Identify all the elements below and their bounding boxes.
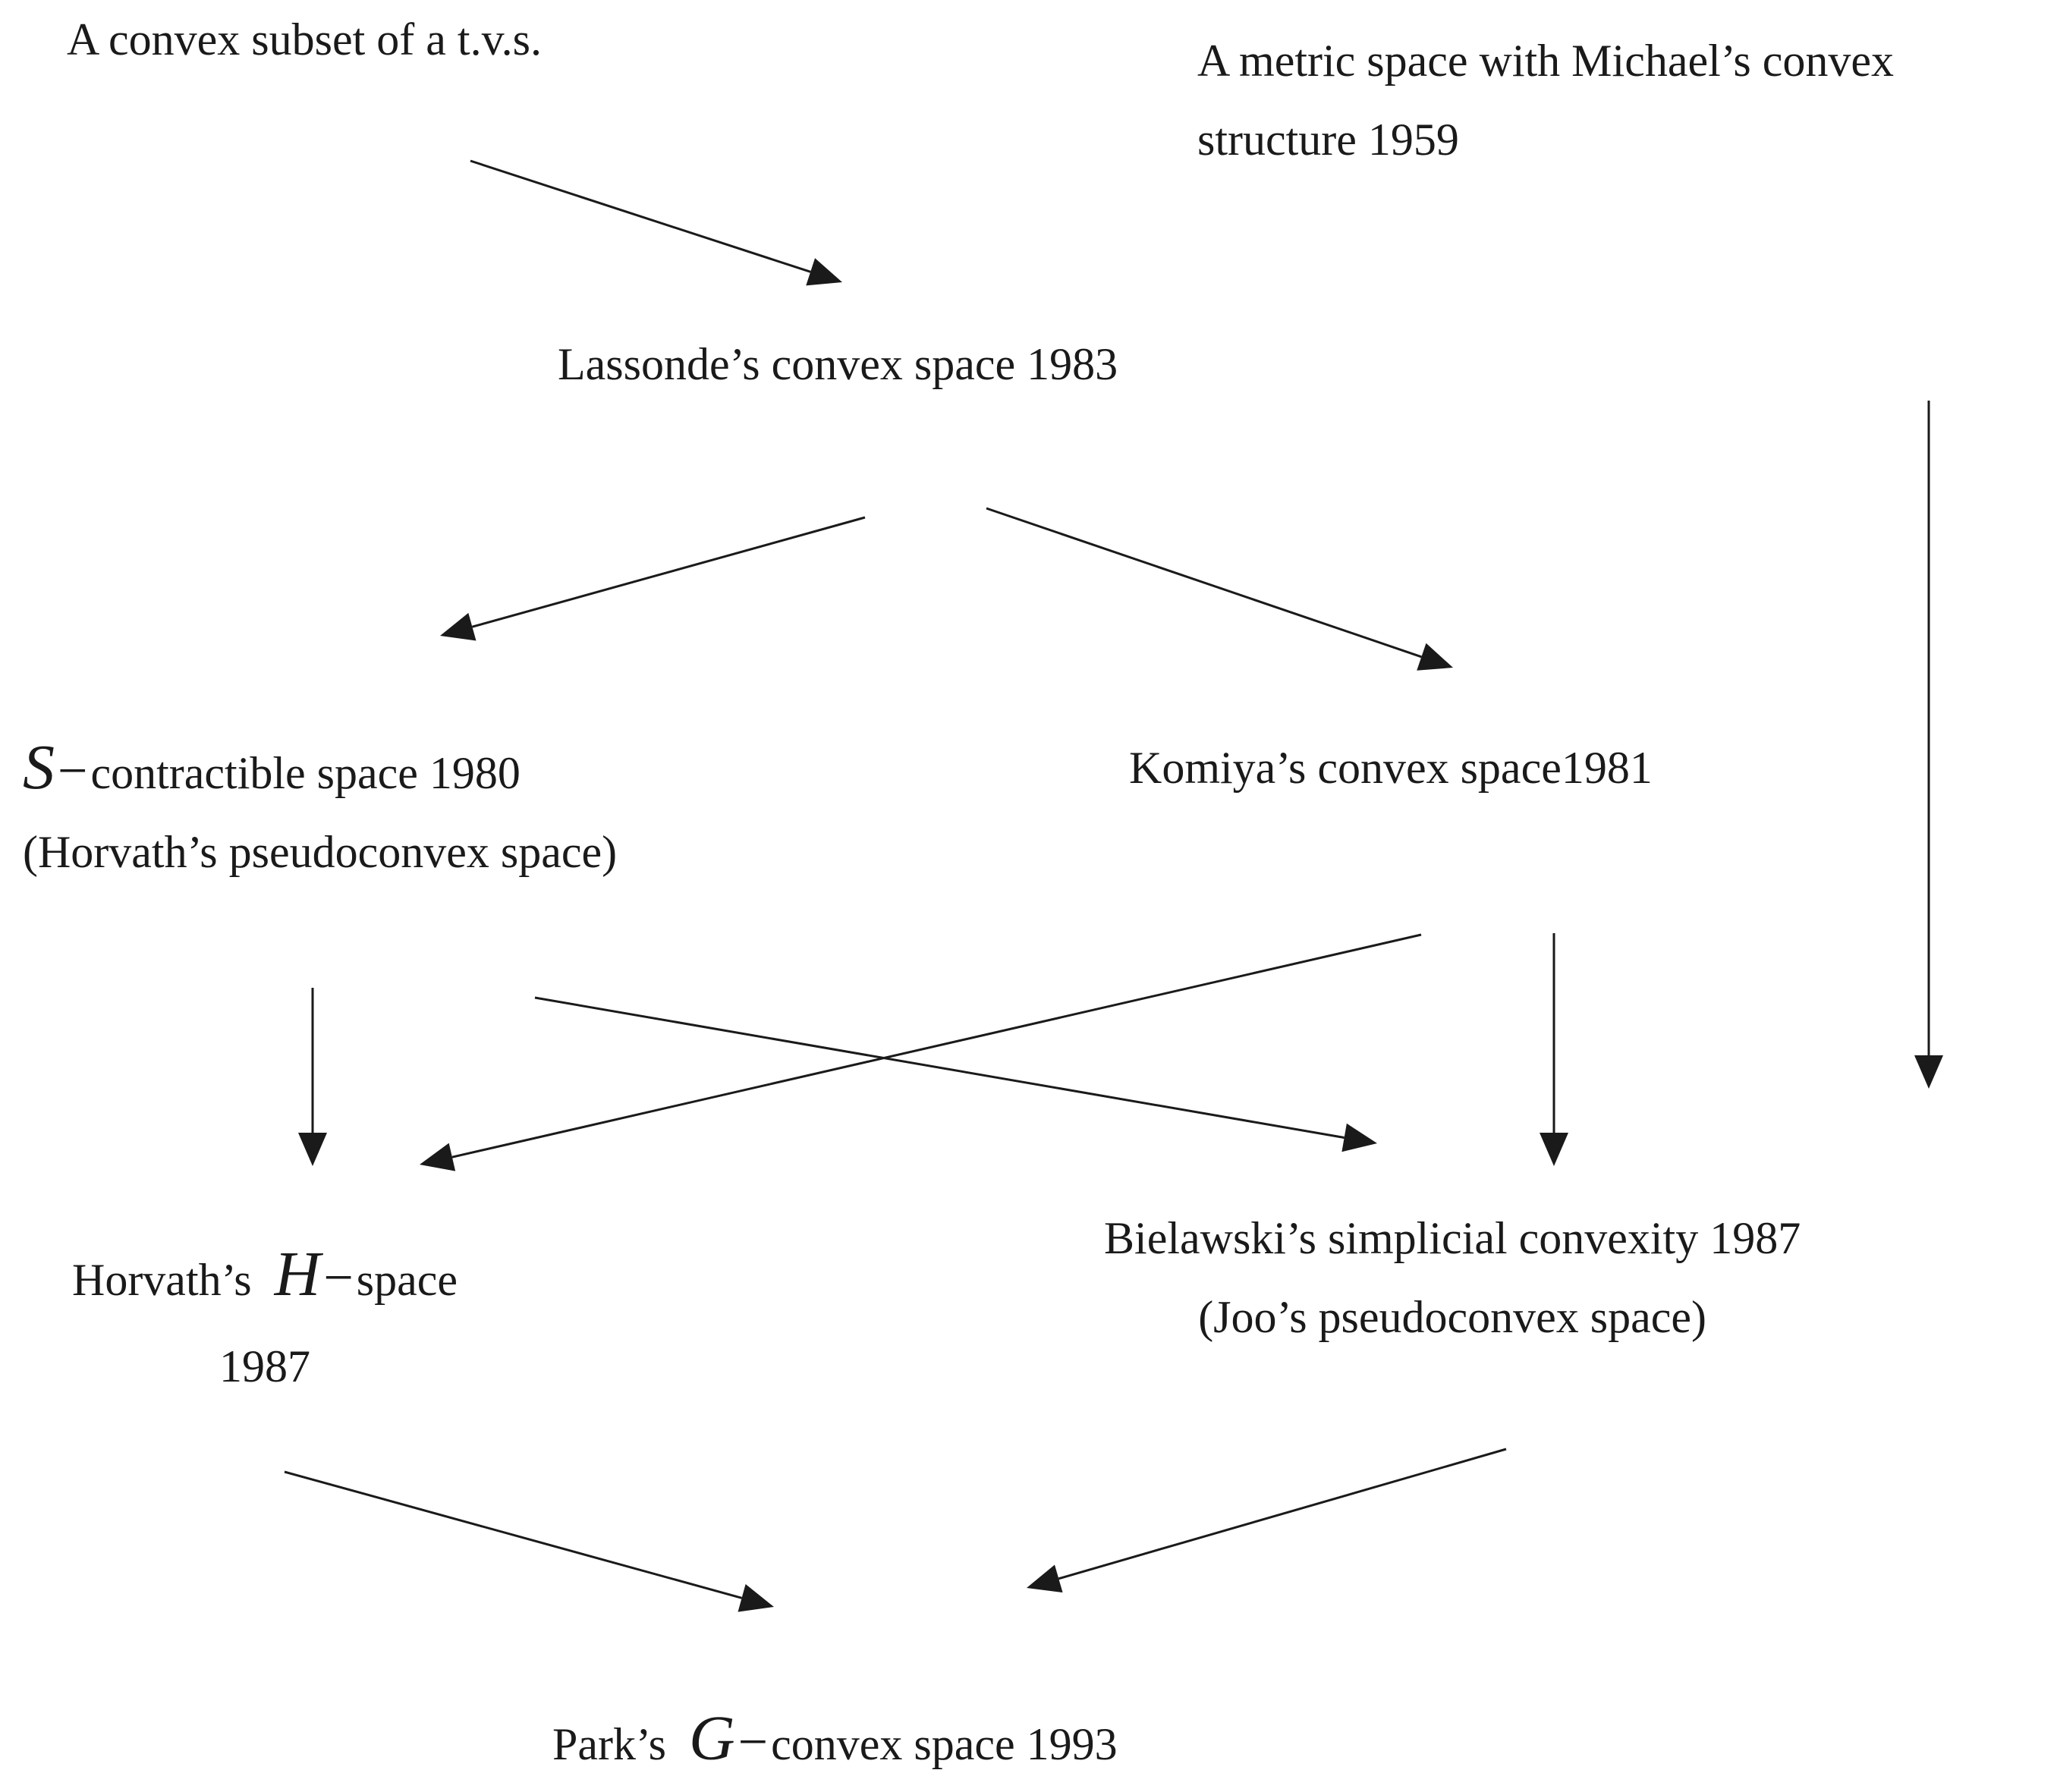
node-label-rest: space <box>356 1255 458 1305</box>
edge-line <box>1058 1448 1507 1580</box>
node-komiya-convex-space: Komiya’s convex space1981 <box>1129 728 1653 807</box>
arrowhead <box>420 1143 456 1171</box>
node-label: A convex subset of a t.v.s. <box>67 14 543 64</box>
symbol-h: H <box>274 1239 321 1309</box>
node-s-contractible-space: S−contractible space 1980 (Horvath’s pse… <box>23 728 617 891</box>
node-label: Horvath’s H−space <box>72 1235 458 1319</box>
node-convex-subset-tvs: A convex subset of a t.v.s. <box>67 0 542 79</box>
node-label-prefix: Park’s <box>552 1719 666 1769</box>
edge-line <box>986 507 1422 659</box>
node-label-line2: (Joo’s pseudoconvex space) <box>1198 1292 1707 1342</box>
node-label: S−contractible space 1980 <box>23 728 617 813</box>
node-lassonde-convex-space: Lassonde’s convex space 1983 <box>558 325 1118 404</box>
node-label: Lassonde’s convex space 1983 <box>558 339 1118 389</box>
node-label: A metric space with Michael’s convex <box>1197 36 1895 86</box>
arrowhead <box>1341 1123 1377 1152</box>
minus-sign: − <box>323 1249 354 1307</box>
node-label-rest: convex space 1993 <box>771 1719 1118 1769</box>
node-bielawski-simplicial-convexity: Bielawski’s simplicial convexity 1987 (J… <box>1104 1199 1801 1357</box>
node-michael-convex-structure: A metric space with Michael’s convex str… <box>1197 21 1894 179</box>
node-label: Park’s G−convex space 1993 <box>552 1699 1118 1784</box>
minus-sign: − <box>58 742 88 800</box>
arrow-lassonde-to-komiya <box>986 507 1453 671</box>
symbol-s: S <box>23 732 55 803</box>
edge-line <box>284 1470 742 1599</box>
arrowhead <box>1540 1133 1568 1166</box>
arrowhead <box>1417 643 1453 671</box>
arrow-s-contractible-to-horvath-h <box>298 988 327 1166</box>
arrowhead <box>738 1583 774 1612</box>
arrow-s-contractible-to-bielawski <box>534 996 1377 1152</box>
arrow-komiya-to-bielawski <box>1540 933 1568 1166</box>
arrowhead <box>1914 1055 1943 1089</box>
edge-line <box>471 516 866 628</box>
symbol-g: G <box>689 1703 735 1774</box>
arrowhead <box>440 612 477 641</box>
node-label-line2: (Horvath’s pseudoconvex space) <box>23 827 618 877</box>
arrow-tvs-to-lassonde <box>470 159 842 286</box>
node-park-g-convex-space: Park’s G−convex space 1993 <box>552 1699 1118 1784</box>
arrow-michael-to-bielawski <box>1914 401 1943 1089</box>
node-label-line2: structure 1959 <box>1197 115 1459 165</box>
node-label-rest: contractible space 1980 <box>90 748 521 798</box>
edge-line <box>451 933 1422 1159</box>
arrowhead <box>298 1133 327 1166</box>
node-label: Bielawski’s simplicial convexity 1987 <box>1104 1213 1801 1263</box>
arrow-lassonde-to-s-contractible <box>440 516 866 641</box>
node-horvath-h-space: Horvath’s H−space 1987 <box>72 1235 458 1406</box>
node-label: Komiya’s convex space1981 <box>1129 743 1653 793</box>
node-label-prefix: Horvath’s <box>72 1255 252 1305</box>
node-label-line2: 1987 <box>219 1341 311 1391</box>
arrow-komiya-to-horvath-h <box>420 933 1422 1171</box>
minus-sign: − <box>738 1713 769 1772</box>
arrowhead <box>1027 1564 1063 1593</box>
edge-line <box>534 996 1345 1139</box>
edge-line <box>470 159 811 273</box>
arrow-horvath-h-to-park <box>284 1470 774 1612</box>
arrow-bielawski-to-park <box>1027 1448 1507 1593</box>
arrowhead <box>806 258 842 286</box>
